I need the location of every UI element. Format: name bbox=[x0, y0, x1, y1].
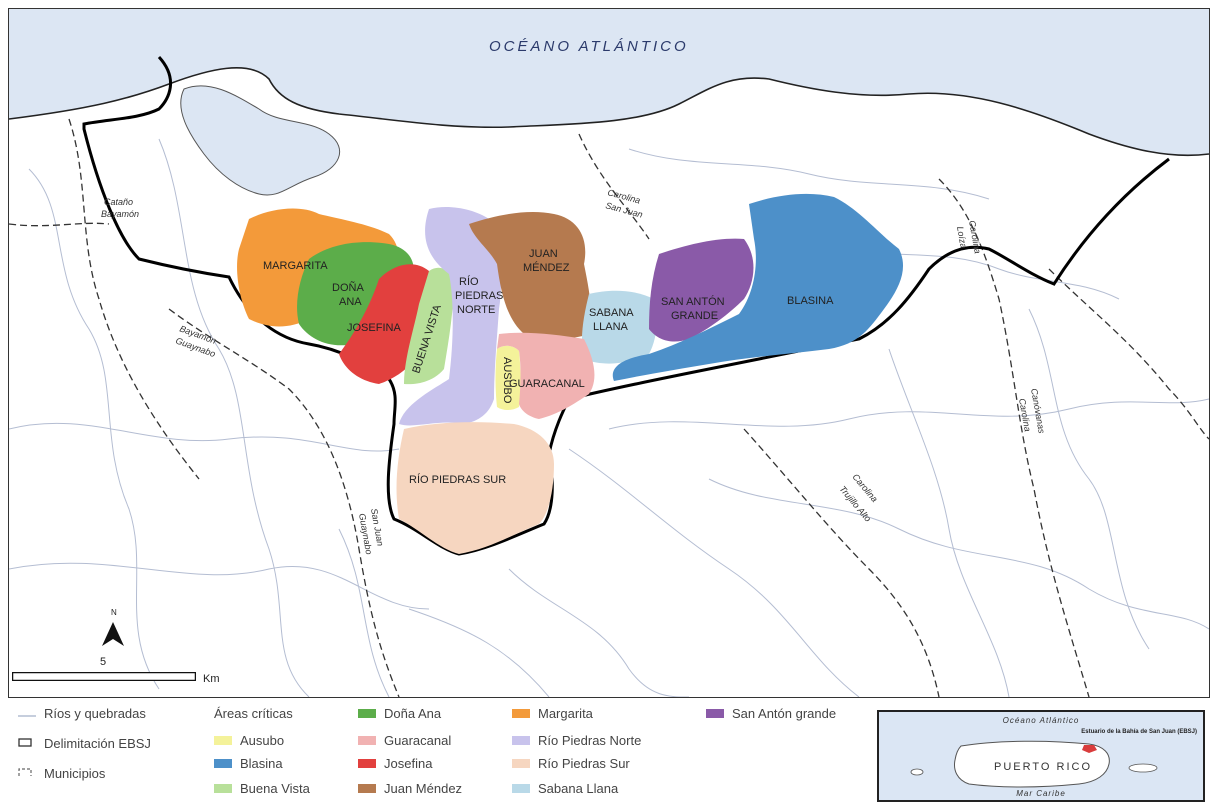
rp-sur-swatch bbox=[512, 759, 530, 768]
legend-rivers: Ríos y quebradas bbox=[18, 706, 146, 721]
bay-area bbox=[180, 85, 341, 196]
legend-ausubo-label: Ausubo bbox=[240, 733, 285, 748]
inset-map: Océano Atlántico Estuario de la Bahía de… bbox=[877, 710, 1205, 802]
label-sabana-1: SABANA bbox=[589, 307, 634, 319]
label-sabana-2: LLANA bbox=[593, 321, 629, 333]
area-rp-norte bbox=[399, 207, 501, 426]
buena-vista-swatch bbox=[214, 784, 232, 793]
legend-rivers-label: Ríos y quebradas bbox=[44, 706, 146, 721]
sabana-llana-swatch bbox=[512, 784, 530, 793]
legend-dona-ana: Doña Ana bbox=[358, 706, 441, 721]
ocean-area bbox=[9, 9, 1209, 156]
dona-ana-swatch bbox=[358, 709, 376, 718]
inset-estuary-label: Estuario de la Bahía de San Juan (EBSJ) bbox=[1081, 729, 1197, 735]
legend-critical-heading: Áreas críticas bbox=[214, 706, 293, 721]
boundary-box-icon bbox=[18, 736, 36, 751]
legend-rp-sur: Río Piedras Sur bbox=[512, 756, 630, 771]
river-line-icon bbox=[18, 706, 36, 721]
margarita-swatch bbox=[512, 709, 530, 718]
legend-blasina-label: Blasina bbox=[240, 756, 283, 771]
area-buena-vista bbox=[404, 267, 454, 385]
guaracanal-swatch bbox=[358, 736, 376, 745]
legend: Ríos y quebradas Delimitación EBSJ Munic… bbox=[0, 698, 1215, 803]
legend-margarita: Margarita bbox=[512, 706, 593, 721]
ocean-label: OCÉANO ATLÁNTICO bbox=[489, 38, 689, 55]
north-arrow-icon bbox=[102, 622, 124, 646]
inset-estuary-marker bbox=[1082, 745, 1097, 753]
muni-carolina-2: Carolina bbox=[967, 220, 983, 255]
legend-dona-ana-label: Doña Ana bbox=[384, 706, 442, 721]
label-juan-mendez-2: MÉNDEZ bbox=[523, 261, 570, 274]
legend-rp-sur-label: Río Piedras Sur bbox=[538, 756, 630, 771]
label-rp-sur: RÍO PIEDRAS SUR bbox=[409, 473, 506, 486]
legend-blasina: Blasina bbox=[214, 756, 283, 771]
label-guaracanal: GUARACANAL bbox=[509, 378, 585, 390]
label-rp-norte-1: RÍO bbox=[459, 275, 479, 288]
area-rp-sur bbox=[396, 422, 554, 554]
rivers-layer bbox=[9, 138, 1209, 697]
legend-guaracanal: Guaracanal bbox=[358, 733, 451, 748]
area-blasina bbox=[612, 193, 904, 381]
map-canvas: MARGARITA DOÑA ANA JOSEFINA BUENA VISTA … bbox=[9, 9, 1209, 697]
ebsj-boundary bbox=[82, 55, 1170, 556]
legend-delimitation: Delimitación EBSJ bbox=[18, 736, 151, 751]
area-san-anton bbox=[649, 238, 754, 342]
legend-josefina-label: Josefina bbox=[384, 756, 433, 771]
legend-ausubo: Ausubo bbox=[214, 733, 284, 748]
label-rp-norte-2: PIEDRAS bbox=[455, 290, 503, 302]
label-dona-ana-1: DOÑA bbox=[332, 281, 364, 294]
scale-unit: Km bbox=[203, 673, 220, 685]
dashed-box-icon bbox=[18, 766, 36, 781]
label-san-anton-2: GRANDE bbox=[671, 310, 718, 322]
legend-san-anton: San Antón grande bbox=[706, 706, 836, 721]
muni-bayamon: Bayamón bbox=[101, 209, 139, 219]
legend-josefina: Josefina bbox=[358, 756, 432, 771]
inset-ocean-label: Océano Atlántico bbox=[1002, 716, 1080, 725]
rp-norte-swatch bbox=[512, 736, 530, 745]
legend-buena-vista-label: Buena Vista bbox=[240, 781, 310, 796]
label-san-anton-1: SAN ANTÓN bbox=[661, 295, 725, 308]
legend-juan-mendez: Juan Méndez bbox=[358, 781, 462, 796]
muni-loiza: Loíza bbox=[955, 226, 969, 249]
label-ausubo: AUSUBO bbox=[501, 357, 513, 404]
label-juan-mendez-1: JUAN bbox=[529, 248, 558, 260]
label-blasina: BLASINA bbox=[787, 295, 834, 307]
map-frame: MARGARITA DOÑA ANA JOSEFINA BUENA VISTA … bbox=[8, 8, 1210, 698]
label-rp-norte-3: NORTE bbox=[457, 304, 495, 316]
josefina-swatch bbox=[358, 759, 376, 768]
legend-buena-vista: Buena Vista bbox=[214, 781, 310, 796]
inset-island-label: PUERTO RICO bbox=[994, 761, 1092, 773]
label-margarita: MARGARITA bbox=[263, 260, 328, 272]
blasina-swatch bbox=[214, 759, 232, 768]
legend-rp-norte-label: Río Piedras Norte bbox=[538, 733, 642, 748]
coastline bbox=[9, 67, 1209, 157]
muni-catano: Cataño bbox=[104, 197, 133, 207]
scale-bar-icon bbox=[12, 672, 196, 681]
legend-guaracanal-label: Guaracanal bbox=[384, 733, 452, 748]
scale-value: 5 bbox=[100, 656, 107, 668]
legend-delimitation-label: Delimitación EBSJ bbox=[44, 736, 151, 751]
municipal-boundaries bbox=[9, 118, 1209, 697]
area-juan-mendez bbox=[469, 212, 592, 339]
san-anton-swatch bbox=[706, 709, 724, 718]
legend-sabana-llana-label: Sabana Llana bbox=[538, 781, 619, 796]
label-dona-ana-2: ANA bbox=[339, 296, 362, 308]
legend-municipalities: Municipios bbox=[18, 766, 105, 781]
legend-juan-mendez-label: Juan Méndez bbox=[384, 781, 463, 796]
area-ausubo bbox=[495, 345, 521, 410]
legend-rp-norte: Río Piedras Norte bbox=[512, 733, 641, 748]
legend-san-anton-label: San Antón grande bbox=[732, 706, 837, 721]
inset-sea-label: Mar Caribe bbox=[1016, 789, 1066, 798]
juan-mendez-swatch bbox=[358, 784, 376, 793]
legend-sabana-llana: Sabana Llana bbox=[512, 781, 618, 796]
north-label: N bbox=[111, 608, 117, 617]
inset-island-shape bbox=[910, 740, 1158, 788]
legend-municipalities-label: Municipios bbox=[44, 766, 106, 781]
area-sabana-llana bbox=[581, 290, 657, 364]
area-guaracanal bbox=[497, 332, 595, 419]
ausubo-swatch bbox=[214, 736, 232, 745]
label-josefina: JOSEFINA bbox=[347, 322, 401, 334]
legend-margarita-label: Margarita bbox=[538, 706, 593, 721]
